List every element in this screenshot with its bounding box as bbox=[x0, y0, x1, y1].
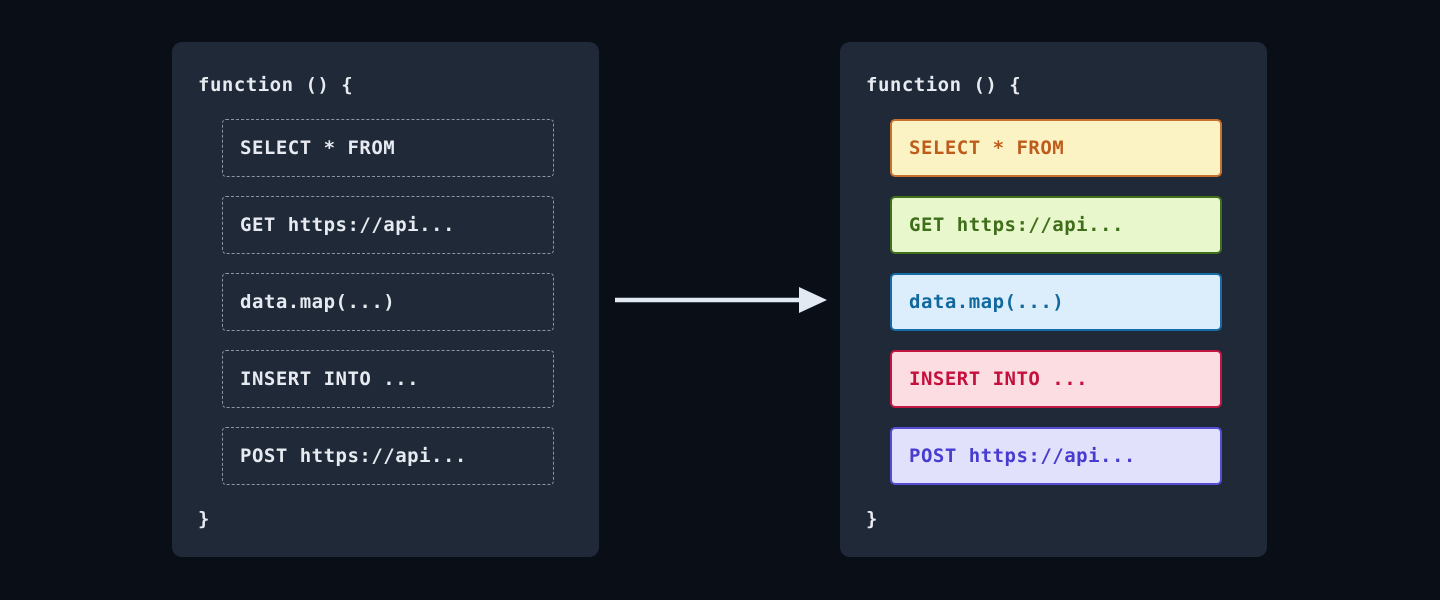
statement-box-http-post: POST https://api... bbox=[222, 427, 554, 485]
statement-label: POST https://api... bbox=[240, 445, 467, 467]
function-open-line: function () { bbox=[866, 74, 1022, 96]
statement-label: data.map(...) bbox=[909, 291, 1065, 313]
function-close-line: } bbox=[198, 508, 210, 530]
statement-label: GET https://api... bbox=[909, 214, 1124, 236]
statement-box-http-get: GET https://api... bbox=[890, 196, 1222, 254]
function-open-line: function () { bbox=[198, 74, 354, 96]
statement-label: INSERT INTO ... bbox=[909, 368, 1089, 390]
categorized-code-panel: function () { SELECT * FROM GET https://… bbox=[840, 42, 1267, 557]
statement-label: SELECT * FROM bbox=[240, 137, 396, 159]
statement-label: POST https://api... bbox=[909, 445, 1136, 467]
statement-box-js-map: data.map(...) bbox=[222, 273, 554, 331]
statement-box-sql-select: SELECT * FROM bbox=[222, 119, 554, 177]
right-arrow-icon bbox=[613, 278, 829, 322]
source-code-panel: function () { SELECT * FROM GET https://… bbox=[172, 42, 599, 557]
statement-box-sql-insert: INSERT INTO ... bbox=[890, 350, 1222, 408]
function-close-line: } bbox=[866, 508, 878, 530]
statement-list: SELECT * FROM GET https://api... data.ma… bbox=[222, 119, 554, 485]
statement-box-http-get: GET https://api... bbox=[222, 196, 554, 254]
statement-label: INSERT INTO ... bbox=[240, 368, 420, 390]
statement-box-js-map: data.map(...) bbox=[890, 273, 1222, 331]
statement-box-sql-select: SELECT * FROM bbox=[890, 119, 1222, 177]
statement-label: data.map(...) bbox=[240, 291, 396, 313]
categorized-statement-list: SELECT * FROM GET https://api... data.ma… bbox=[890, 119, 1222, 485]
statement-label: GET https://api... bbox=[240, 214, 455, 236]
statement-label: SELECT * FROM bbox=[909, 137, 1065, 159]
statement-box-sql-insert: INSERT INTO ... bbox=[222, 350, 554, 408]
statement-box-http-post: POST https://api... bbox=[890, 427, 1222, 485]
